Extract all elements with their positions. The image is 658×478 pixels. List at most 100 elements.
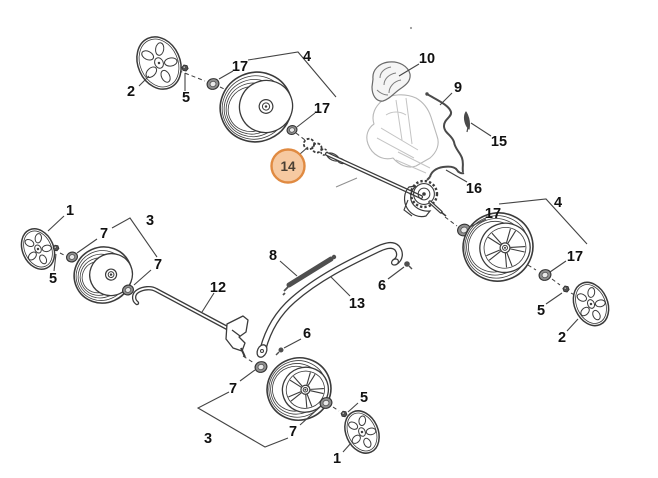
screw-part6 — [278, 347, 284, 353]
callout-2[interactable]: 2 — [558, 330, 566, 346]
shape — [510, 246, 526, 248]
shape — [307, 373, 316, 386]
wheel-cap-part1 — [20, 228, 56, 270]
callout-6[interactable]: 6 — [378, 278, 386, 294]
shape — [404, 261, 410, 267]
wheel-part4-front-left — [219, 71, 294, 143]
callout-17[interactable]: 17 — [485, 206, 501, 222]
cable-part9 — [426, 93, 464, 173]
disc-petal — [363, 437, 372, 448]
callout-7[interactable]: 7 — [229, 381, 237, 397]
shape — [138, 75, 150, 87]
shape — [387, 266, 405, 280]
hub-cap-part7 — [122, 284, 134, 296]
shape — [283, 338, 302, 349]
bracket-group-4-top — [247, 51, 337, 98]
callout-1[interactable]: 1 — [66, 203, 74, 219]
callout-7[interactable]: 7 — [289, 424, 297, 440]
callout-10[interactable]: 10 — [419, 51, 435, 67]
callout-3[interactable]: 3 — [146, 213, 154, 229]
screw-part6 — [404, 261, 410, 267]
rim-inner — [483, 227, 527, 269]
shape — [564, 287, 566, 289]
axle-shaft-tip — [440, 211, 447, 217]
callout-8[interactable]: 8 — [269, 248, 277, 264]
nut-shape — [181, 64, 189, 72]
callout-13[interactable]: 13 — [349, 296, 365, 312]
callout-12[interactable]: 12 — [210, 280, 226, 296]
callout-4[interactable]: 4 — [554, 195, 562, 211]
shape — [282, 286, 289, 296]
gear-housing — [403, 185, 432, 218]
shape — [425, 92, 429, 96]
shape — [390, 258, 400, 266]
disc-petal — [587, 287, 596, 298]
nut-shape — [562, 285, 570, 293]
grip-part8-clip — [282, 286, 289, 296]
callout-5[interactable]: 5 — [537, 303, 545, 319]
cable-part9-end — [425, 92, 429, 96]
shape — [408, 265, 413, 270]
callout-6[interactable]: 6 — [303, 326, 311, 342]
callout-17[interactable]: 17 — [567, 249, 583, 265]
hub-cap-part7 — [66, 251, 78, 263]
mower-chassis-sketch — [366, 94, 439, 168]
disc-petal — [580, 306, 590, 317]
shape — [589, 302, 593, 306]
rod-part16 — [426, 165, 465, 181]
shape — [290, 392, 302, 402]
speck — [409, 26, 413, 30]
hub-cap-part17 — [206, 78, 220, 90]
shape — [54, 246, 56, 248]
cap-center — [541, 271, 549, 279]
callout-1[interactable]: 1 — [333, 451, 341, 467]
callout-7[interactable]: 7 — [100, 226, 108, 242]
callout-16[interactable]: 16 — [466, 181, 482, 197]
callout-3[interactable]: 3 — [204, 431, 212, 447]
shape — [275, 351, 280, 356]
disc-petal — [27, 251, 37, 261]
cap-center — [68, 254, 76, 260]
shape — [488, 250, 501, 261]
wheel-part4-rear-right — [462, 212, 534, 282]
callout-17[interactable]: 17 — [314, 101, 330, 117]
nut-shape — [52, 244, 60, 252]
callout-5[interactable]: 5 — [49, 271, 57, 287]
callout-14[interactable]: 14 — [280, 159, 296, 174]
shape — [171, 67, 206, 82]
handlebar-end-knob — [390, 258, 400, 266]
callout-4[interactable]: 4 — [303, 49, 311, 65]
hub-cap-group — [66, 251, 78, 263]
shape — [293, 375, 303, 387]
shape — [360, 430, 364, 434]
spoked-disc-group — [344, 410, 380, 454]
shape — [506, 228, 511, 243]
callout-9[interactable]: 9 — [454, 80, 462, 96]
shape — [218, 70, 234, 80]
push-nut-part5 — [562, 285, 570, 293]
disc-petal — [160, 69, 171, 83]
disc-petal — [351, 434, 361, 444]
shape — [219, 86, 242, 98]
highlight-badge-part-14[interactable] — [270, 148, 306, 184]
callout-5[interactable]: 5 — [182, 90, 190, 106]
callout-5[interactable]: 5 — [360, 390, 368, 406]
callout-15[interactable]: 15 — [491, 134, 507, 150]
shape — [299, 406, 321, 426]
disc-petal — [41, 244, 52, 253]
disc-rim — [346, 412, 378, 452]
callout-7[interactable]: 7 — [154, 257, 162, 273]
axle-bracket-pin — [240, 347, 246, 358]
wheel-side-group — [219, 71, 294, 143]
hub-cap-group — [206, 78, 220, 90]
shape — [296, 112, 316, 128]
shape — [469, 218, 487, 228]
callout-17[interactable]: 17 — [232, 59, 248, 75]
handlebar-part13 — [259, 241, 403, 353]
callout-2[interactable]: 2 — [127, 84, 135, 100]
push-nut-part5 — [181, 64, 189, 72]
disc-petal — [358, 415, 367, 427]
disc-petal — [576, 293, 588, 302]
shape — [53, 253, 57, 272]
stray-line — [335, 177, 358, 188]
